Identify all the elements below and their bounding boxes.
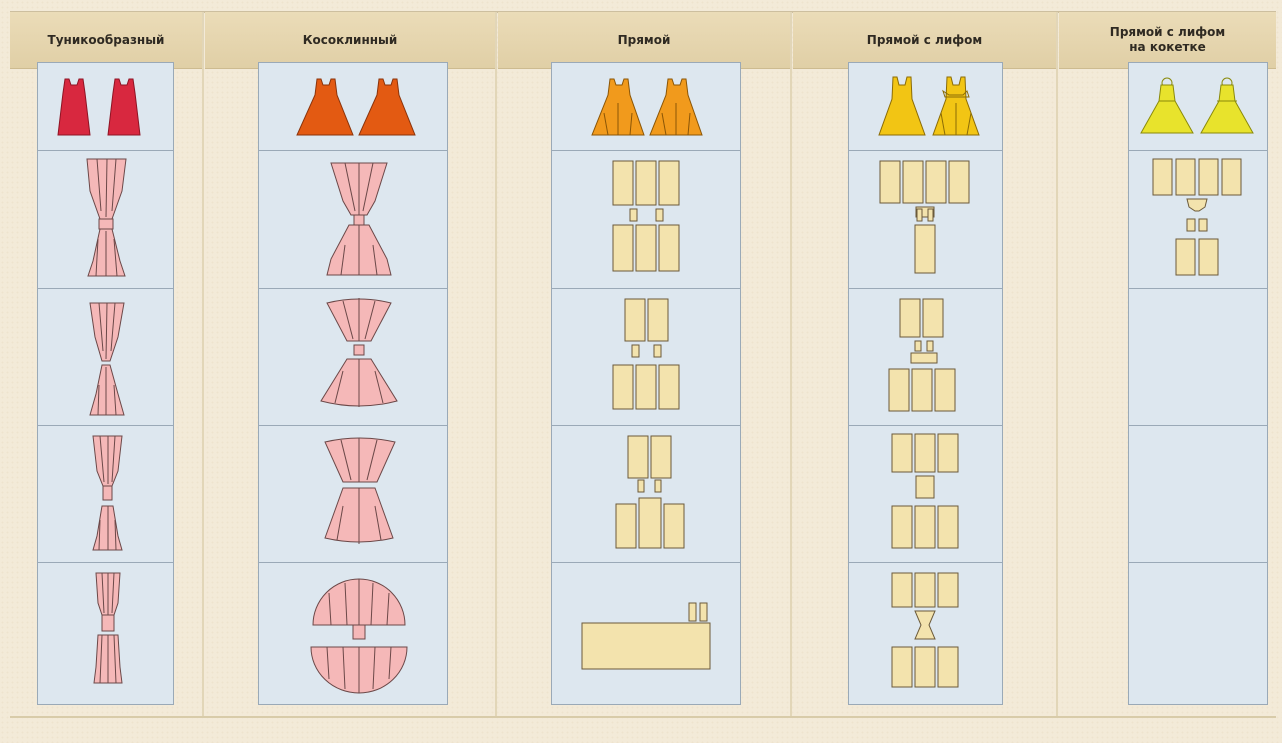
pattern-strip-bodice [848, 62, 1003, 705]
dress-illustration-cell [38, 63, 173, 200]
pattern-pieces [612, 160, 680, 272]
pattern-strip-straight [551, 62, 741, 705]
pattern-pieces [326, 162, 392, 276]
column-divider [495, 12, 497, 717]
pattern-pieces [888, 298, 956, 412]
column-title: Прямой [617, 32, 671, 47]
pattern-layout-cell [38, 425, 173, 563]
pattern-pieces [879, 160, 970, 274]
pattern-pieces [92, 435, 123, 551]
pattern-layout-cell [259, 150, 447, 288]
pattern-layout-cell [259, 425, 447, 563]
pattern-layout-cell [849, 562, 1002, 700]
bodice-dress-icon [878, 76, 980, 136]
pattern-pieces [612, 298, 680, 410]
dress-illustration-cell [849, 63, 1002, 200]
pattern-layout-cell [849, 288, 1002, 426]
column-tunic: Туникообразный [10, 12, 202, 717]
pattern-pieces [1152, 158, 1242, 276]
straight-dress-icon [591, 78, 703, 136]
yoke-dress-icon [1140, 77, 1254, 134]
column-divider [1056, 12, 1058, 717]
pattern-strip-yoke [1128, 62, 1268, 705]
pattern-pieces [86, 158, 127, 277]
pattern-layout-cell [552, 425, 740, 563]
pattern-layout-cell [38, 288, 173, 426]
bottom-rule [10, 716, 1276, 718]
column-divider [790, 12, 792, 717]
pattern-pieces [891, 572, 959, 688]
dress-illustration-cell [1129, 63, 1267, 200]
column-title: Косоклинный [302, 32, 398, 47]
column-divider [202, 12, 204, 717]
column-title: Туникообразный [47, 32, 165, 47]
column-header: Прямой с лифом на кокетке [1059, 12, 1276, 69]
empty-cell [1129, 425, 1267, 563]
pattern-pieces [93, 572, 123, 684]
column-gored: Косоклинный [205, 12, 495, 717]
column-header: Туникообразный [10, 12, 202, 69]
gored-dress-icon [296, 78, 416, 136]
tunic-dress-icon [57, 78, 141, 136]
pattern-pieces [310, 578, 408, 694]
pattern-layout-cell [849, 425, 1002, 563]
dress-illustration-cell [259, 63, 447, 200]
empty-cell [1129, 288, 1267, 426]
column-header: Прямой с лифом [793, 12, 1056, 69]
column-header: Косоклинный [205, 12, 495, 69]
pattern-layout-cell [849, 150, 1002, 288]
column-title: Прямой с лифом на кокетке [1109, 25, 1226, 54]
column-header: Прямой [498, 12, 790, 69]
pattern-pieces [581, 602, 711, 670]
pattern-layout-cell [259, 562, 447, 700]
empty-cell [1129, 562, 1267, 700]
pattern-layout-cell [552, 288, 740, 426]
pattern-layout-cell [552, 150, 740, 288]
pattern-layout-cell [38, 150, 173, 288]
pattern-layout-cell [1129, 150, 1267, 288]
pattern-layout-cell [259, 288, 447, 426]
pattern-pieces [320, 298, 398, 407]
pattern-layout-cell [38, 562, 173, 700]
pattern-strip-gored [258, 62, 448, 705]
dress-illustration-cell [552, 63, 740, 200]
pattern-pieces [891, 433, 959, 549]
pattern-pieces [615, 435, 685, 549]
pattern-pieces [89, 302, 125, 416]
pattern-layout-cell [552, 562, 740, 700]
pattern-pieces [324, 437, 396, 544]
column-title: Прямой с лифом [866, 32, 983, 47]
pattern-strip-tunic [37, 62, 174, 705]
column-straight: Прямой [498, 12, 790, 717]
column-yoke: Прямой с лифом на кокетке [1059, 12, 1276, 717]
